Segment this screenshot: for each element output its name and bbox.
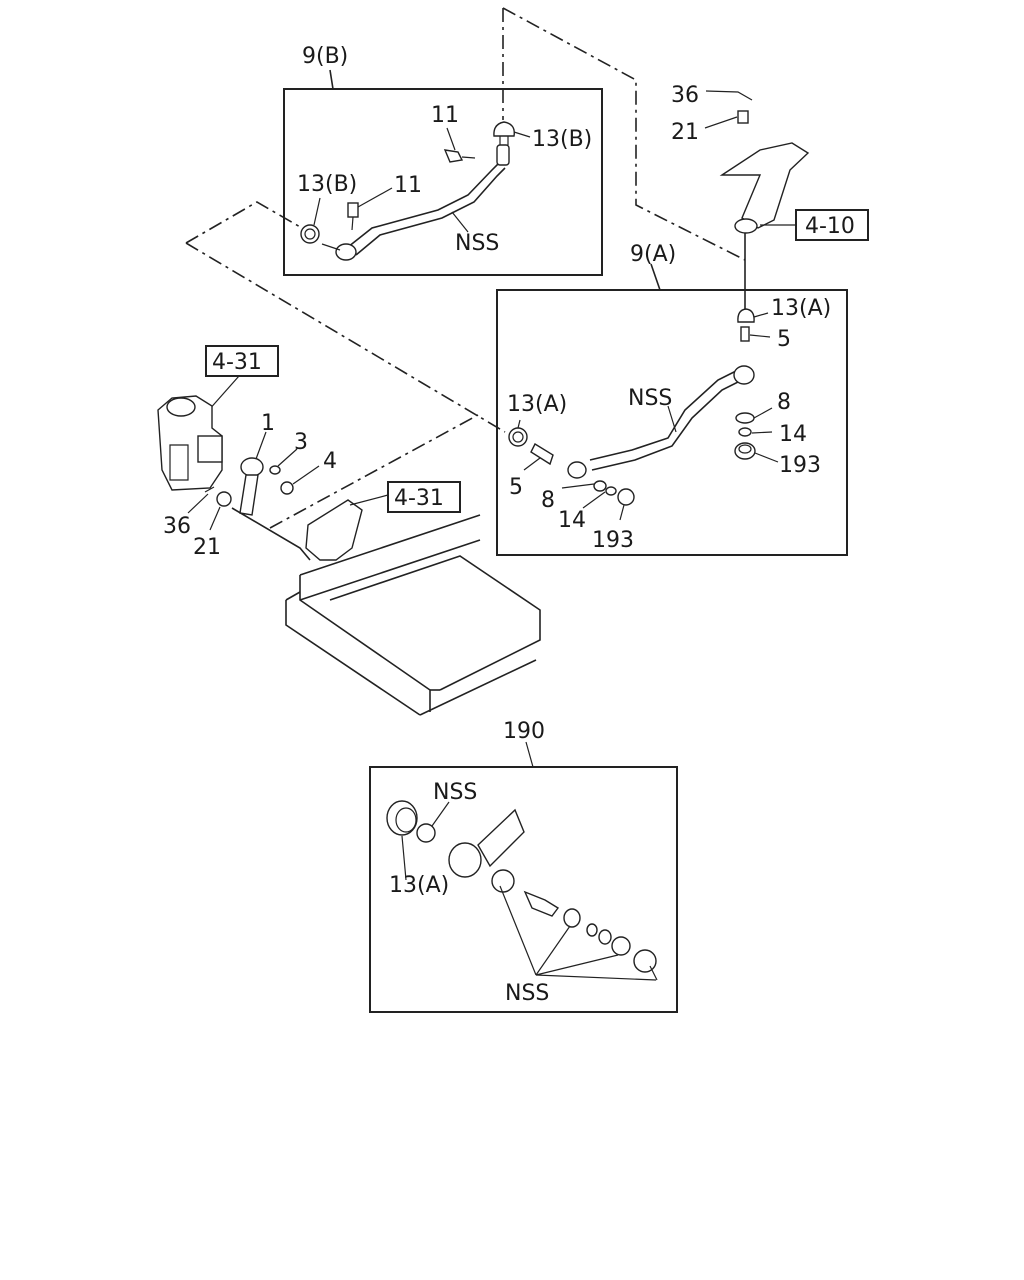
- label-193-left: 193: [592, 528, 634, 553]
- label-190: 190: [503, 719, 545, 744]
- box-9b: [283, 69, 603, 276]
- label-21-bot: 21: [193, 535, 221, 560]
- label-36-top: 36: [671, 83, 699, 108]
- label-5-top: 5: [777, 327, 791, 352]
- label-13b-top: 13(B): [532, 127, 592, 152]
- callout-labels: 9(B) 11 13(B) 13(B) 11 NSS 36 21 4-10 9(…: [163, 44, 855, 1006]
- label-5-left: 5: [509, 475, 523, 500]
- label-9b: 9(B): [302, 44, 348, 69]
- label-4: 4: [323, 449, 337, 474]
- label-36-bot: 36: [163, 514, 191, 539]
- label-13a-kit: 13(A): [389, 873, 449, 898]
- label-11-top: 11: [431, 103, 459, 128]
- label-14-right: 14: [779, 422, 807, 447]
- label-nss-kit-top: NSS: [433, 780, 477, 805]
- label-13b-left: 13(B): [297, 172, 357, 197]
- label-13a-top: 13(A): [771, 296, 831, 321]
- label-11-mid: 11: [394, 173, 422, 198]
- label-1: 1: [261, 411, 275, 436]
- idler-arm-assembly: [704, 90, 869, 312]
- label-3: 3: [294, 430, 308, 455]
- label-nss-b: NSS: [455, 231, 499, 256]
- label-193-right: 193: [779, 453, 821, 478]
- label-8-right: 8: [777, 390, 791, 415]
- label-4-31-mid: 4-31: [394, 486, 444, 511]
- label-4-10: 4-10: [805, 214, 855, 239]
- steering-gear-and-frame: [157, 345, 541, 716]
- label-9a: 9(A): [630, 242, 676, 267]
- label-14-left: 14: [558, 508, 586, 533]
- label-nss-kit-bottom: NSS: [505, 981, 549, 1006]
- dashed-leader-lines: [185, 7, 746, 529]
- label-13a-left: 13(A): [507, 392, 567, 417]
- box-9a: [496, 263, 848, 556]
- label-4-31-top: 4-31: [212, 350, 262, 375]
- label-nss-a: NSS: [628, 386, 672, 411]
- box-190-kit: [369, 741, 678, 1013]
- label-21-top: 21: [671, 120, 699, 145]
- label-8-left: 8: [541, 488, 555, 513]
